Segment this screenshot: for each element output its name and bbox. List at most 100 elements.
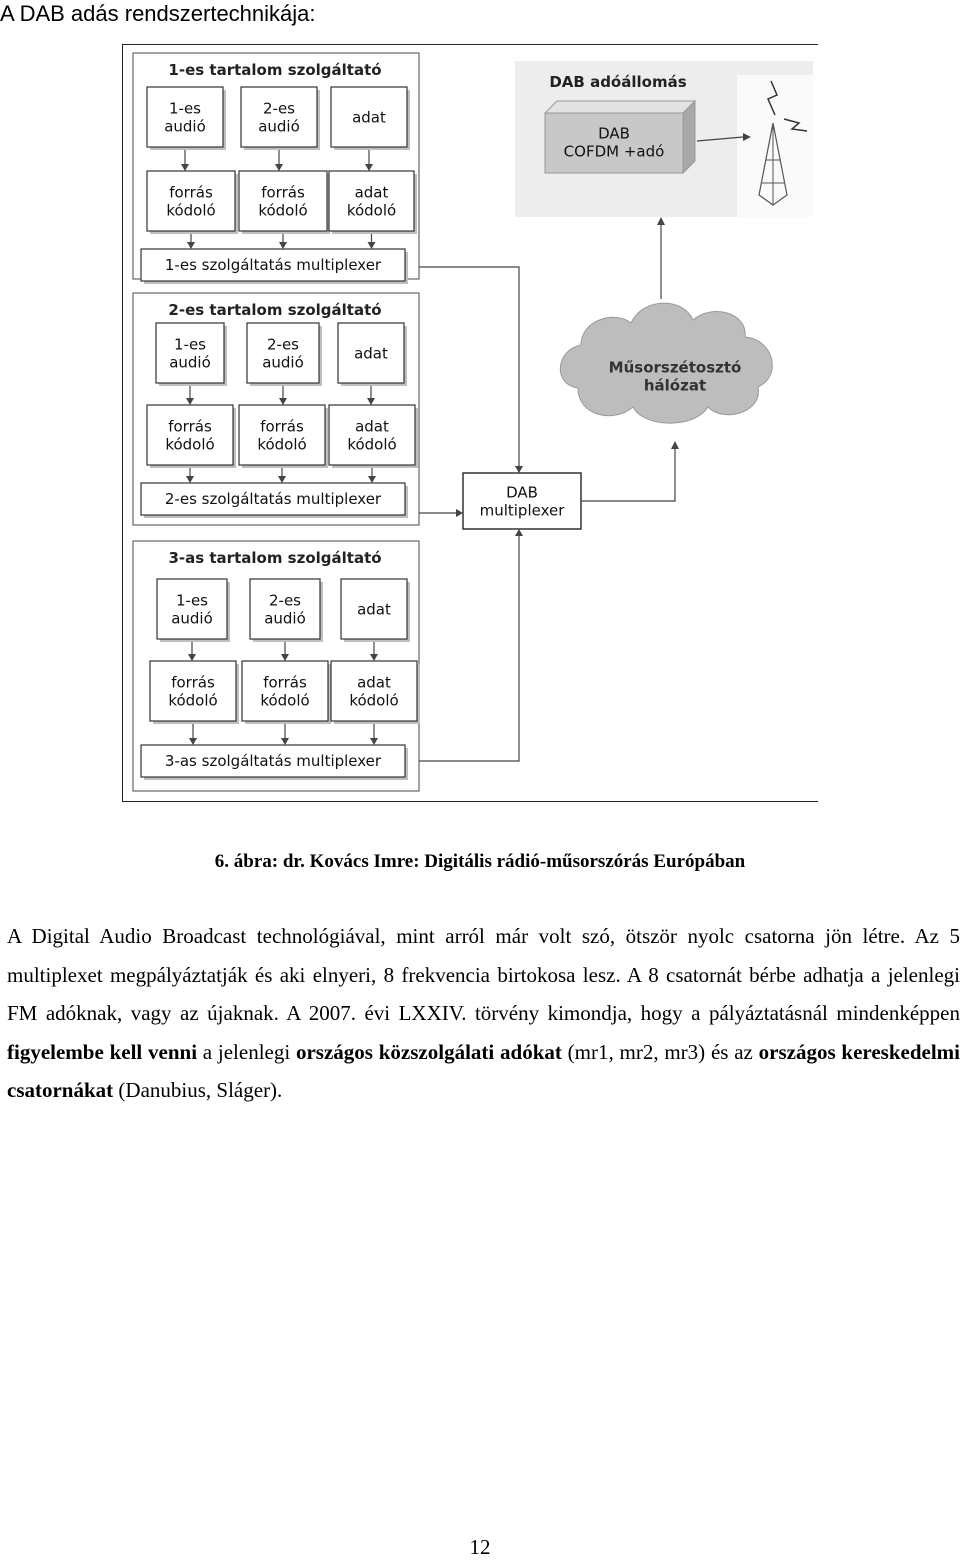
source-box — [330, 86, 408, 148]
bold-text-run: figyelembe kell venni — [7, 1039, 198, 1064]
source-box — [246, 322, 320, 384]
dab-multiplexer-label: DAB — [506, 483, 538, 501]
transmitter-label: COFDM +adó — [564, 142, 665, 160]
source-box — [240, 86, 318, 148]
source-label: 2-es — [263, 99, 295, 117]
arrow-head — [186, 398, 194, 405]
source-label: adat — [352, 108, 386, 126]
source-label: 2-es — [267, 335, 299, 353]
service-multiplexer-label: 1-es szolgáltatás multiplexer — [165, 256, 382, 274]
network-cloud — [559, 302, 773, 424]
encoder-label: forrás — [171, 673, 215, 691]
encoder-label: adat — [355, 183, 389, 201]
source-label: audió — [264, 609, 306, 627]
source-label: audió — [169, 353, 211, 371]
transmitter-box — [544, 112, 684, 174]
encoder-box — [146, 170, 236, 232]
arrow-head — [278, 476, 286, 483]
encoder-box — [241, 660, 329, 722]
source-label: adat — [357, 600, 391, 618]
source-box — [340, 578, 408, 640]
text-run: A Digital Audio Broadcast technológiával… — [7, 924, 960, 1025]
connector-line — [696, 136, 744, 142]
encoder-label: adat — [357, 673, 391, 691]
arrow-head — [181, 164, 189, 171]
page-number: 12 — [469, 1535, 491, 1559]
arrow-head — [188, 654, 196, 661]
service-multiplexer-label: 2-es szolgáltatás multiplexer — [165, 490, 382, 508]
arrow-head — [189, 738, 197, 745]
encoder-box — [146, 404, 234, 466]
arrow-head — [279, 398, 287, 405]
arrow-head — [279, 242, 287, 249]
service-multiplexer-box — [140, 482, 406, 516]
encoder-label: kódoló — [257, 435, 306, 453]
source-box — [155, 322, 225, 384]
encoder-box — [238, 170, 328, 232]
source-label: 1-es — [176, 591, 208, 609]
arrow-head — [370, 654, 378, 661]
dab-multiplexer-label: multiplexer — [480, 501, 566, 519]
source-label: audió — [171, 609, 213, 627]
station-title: DAB adóállomás — [549, 73, 686, 91]
source-label: 2-es — [269, 591, 301, 609]
source-label: audió — [258, 117, 300, 135]
service-multiplexer-label: 3-as szolgáltatás multiplexer — [165, 752, 382, 770]
encoder-label: forrás — [260, 417, 304, 435]
connector-line — [419, 266, 520, 473]
arrow-head — [671, 441, 679, 449]
provider-title: 3-as tartalom szolgáltató — [168, 549, 381, 567]
arrow-head — [515, 529, 523, 536]
source-label: 1-es — [169, 99, 201, 117]
arrow-head — [743, 133, 751, 141]
bold-text-run: országos közszolgálati adókat — [295, 1039, 562, 1064]
arrow-head — [657, 217, 665, 225]
page-heading: A DAB adás rendszertechnikája: — [0, 1, 316, 26]
body-paragraph: A Digital Audio Broadcast technológiával… — [7, 917, 960, 1110]
text-run: (mr1, mr2, mr3) és az — [561, 1039, 759, 1064]
lightning-icon — [783, 118, 808, 132]
encoder-label: kódoló — [260, 691, 309, 709]
arrow-head — [281, 738, 289, 745]
encoder-box — [328, 404, 416, 466]
figure-caption: 6. ábra: dr. Kovács Imre: Digitális rádi… — [214, 851, 746, 872]
connector-line — [581, 449, 676, 502]
transmitter-box-top — [543, 100, 697, 114]
source-label: 1-es — [174, 335, 206, 353]
text-run: a jelenlegi — [197, 1039, 296, 1064]
encoder-label: kódoló — [166, 201, 215, 219]
service-multiplexer-box — [140, 248, 406, 282]
arrow-head — [186, 476, 194, 483]
service-multiplexer-box — [140, 744, 406, 778]
lightning-icon — [767, 80, 778, 116]
arrow-head — [515, 466, 523, 473]
encoder-label: forrás — [168, 417, 212, 435]
network-label: Műsorszétosztó — [609, 358, 742, 376]
source-label: adat — [354, 344, 388, 362]
provider-title: 2-es tartalom szolgáltató — [168, 301, 381, 319]
encoder-label: kódoló — [168, 691, 217, 709]
arrow-head — [275, 164, 283, 171]
source-label: audió — [164, 117, 206, 135]
transmitter-label: DAB — [598, 124, 630, 142]
encoder-label: kódoló — [347, 201, 396, 219]
encoder-box — [238, 404, 326, 466]
source-box — [249, 578, 321, 640]
transmitter-box-side — [682, 99, 696, 175]
encoder-label: kódoló — [349, 691, 398, 709]
source-box — [146, 86, 224, 148]
arrow-head — [367, 242, 376, 249]
encoder-label: kódoló — [258, 201, 307, 219]
source-label: audió — [262, 353, 304, 371]
encoder-box — [328, 170, 415, 232]
arrow-head — [370, 738, 378, 745]
arrow-head — [367, 398, 375, 405]
connector-line — [419, 535, 520, 762]
text-run: (Danubius, Sláger). — [113, 1078, 283, 1102]
arrow-head — [365, 164, 373, 171]
arrow-head — [368, 476, 376, 483]
arrow-head — [187, 242, 195, 249]
encoder-box — [149, 660, 237, 722]
bold-text-run: országos kereskedelmi csatornákat — [7, 1039, 960, 1103]
